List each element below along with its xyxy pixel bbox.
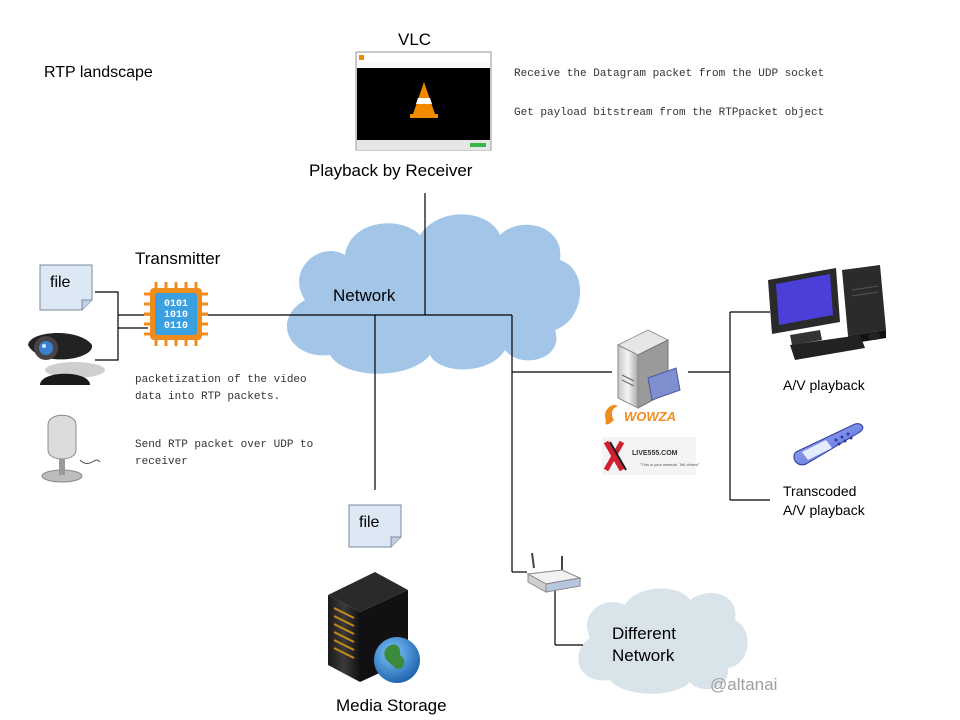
mobile-phone-icon	[793, 423, 864, 466]
wowza-logo: WOWZA	[605, 404, 676, 425]
media-storage-server-icon	[328, 572, 420, 683]
chip-text-line: 1010	[164, 310, 188, 321]
live555-text: LIVE555.COM	[632, 450, 678, 457]
chip-text-line: 0101	[164, 299, 188, 310]
transcoded-label-line2: A/V playback	[783, 502, 865, 518]
transmitter-note: Send RTP packet over UDP to	[135, 439, 314, 451]
storage-file-icon	[348, 504, 402, 548]
transmitter-note: receiver	[135, 456, 188, 468]
file-icon	[39, 264, 93, 311]
different-network-line2: Network	[612, 646, 675, 665]
receiver-note: Get payload bitstream from the RTPpacket…	[514, 107, 825, 119]
network-cloud-icon	[286, 214, 581, 374]
media-server-icon	[616, 329, 681, 409]
router-icon	[526, 552, 582, 593]
desktop-computer-icon	[768, 265, 886, 360]
transmitter-label: Transmitter	[135, 249, 221, 268]
different-network-cloud-icon	[578, 588, 748, 694]
live555-subtext: "This is your network. Tell others!"	[640, 462, 700, 467]
vlc-player-icon	[355, 51, 492, 151]
network-label: Network	[333, 286, 396, 305]
transmitter-note: packetization of the video	[135, 374, 307, 386]
vlc-label: VLC	[398, 30, 432, 49]
av-playback-label: A/V playback	[783, 377, 865, 393]
transmitter-note: data into RTP packets.	[135, 391, 281, 403]
storage-file-label: file	[359, 514, 380, 531]
different-network-line1: Different	[612, 624, 676, 643]
transcoded-label-line1: Transcoded	[783, 483, 857, 499]
transmitter-chip-icon	[144, 282, 208, 346]
webcam-icon	[28, 332, 105, 385]
wowza-text: WOWZA	[624, 409, 676, 424]
microphone-icon	[41, 414, 101, 483]
page-title: RTP landscape	[44, 64, 153, 81]
receiver-note: Receive the Datagram packet from the UDP…	[514, 68, 825, 80]
live555-logo: LIVE555.COM "This is your network. Tell …	[602, 437, 700, 475]
source-file-label: file	[50, 274, 71, 291]
watermark: @altanai	[710, 675, 778, 694]
chip-text-line: 0110	[164, 321, 188, 332]
vlc-caption: Playback by Receiver	[309, 161, 473, 180]
storage-caption: Media Storage	[336, 696, 447, 715]
